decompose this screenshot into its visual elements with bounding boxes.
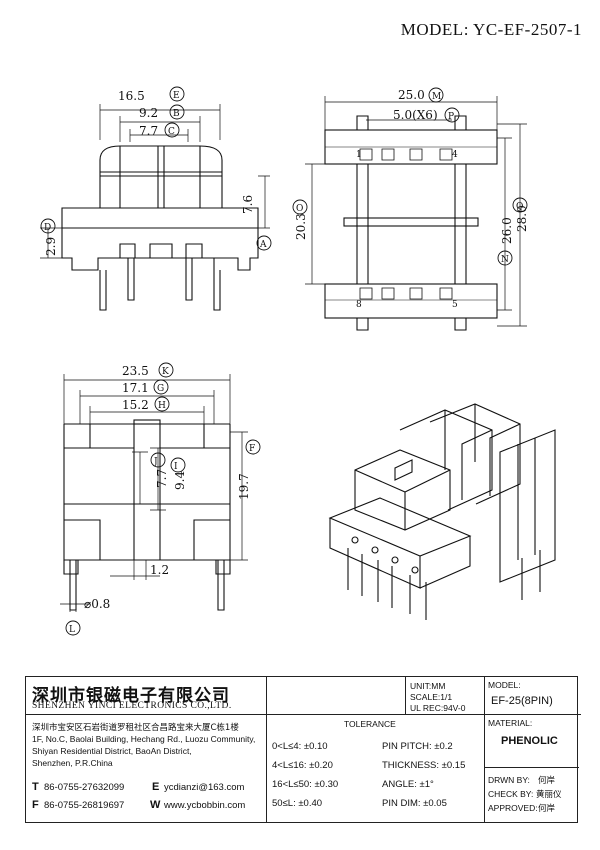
- label-K: K: [162, 367, 169, 377]
- email-value: ycdianzi@163.com: [164, 782, 245, 793]
- spec-angle: ANGLE: ±1°: [382, 779, 434, 790]
- top-view: [305, 96, 527, 331]
- scale: SCALE:1/1: [410, 692, 453, 702]
- tol-2: 4<L≤16: ±0.20: [272, 760, 333, 771]
- web-value: www.ycbobbin.com: [164, 800, 246, 811]
- dim-17-1: 17.1: [122, 381, 149, 395]
- side-view: [60, 374, 248, 612]
- label-H: H: [158, 401, 166, 411]
- dim-16-5: 16.5: [118, 89, 145, 103]
- tol-4: 50≤L: ±0.40: [272, 798, 323, 809]
- drwn-value: 何岸: [538, 776, 556, 786]
- tel-label: T: [32, 781, 39, 793]
- label-P: P: [448, 112, 454, 122]
- spec-thickness: THICKNESS: ±0.15: [382, 760, 466, 771]
- company-name-en: SHENZHEN YINCI ELECTRONICS CO.,LTD.: [32, 701, 232, 711]
- tb-model-value: EF-25(8PIN): [491, 695, 553, 707]
- unit: UNIT:MM: [410, 681, 446, 691]
- dim-7-7: 7.7: [139, 124, 158, 138]
- drawing: 16.5 E 9.2 B 7.7 C 7.6 2.9 D A 25.0 M 5.…: [40, 86, 556, 636]
- spec-pin-pitch: PIN PITCH: ±0.2: [382, 741, 453, 752]
- label-I: I: [174, 462, 178, 472]
- email-label: E: [152, 781, 160, 793]
- ul-rec: UL REC:94V-0: [410, 703, 466, 713]
- dim-9-2: 9.2: [139, 106, 158, 120]
- model-value: YC-EF-2507-1: [473, 20, 582, 39]
- spec-pin-dim: PIN DIM: ±0.05: [382, 798, 447, 809]
- material-label: MATERIAL:: [488, 718, 533, 728]
- label-O: O: [296, 204, 303, 214]
- tolerance-title: TOLERANCE: [344, 719, 396, 729]
- label-M: M: [432, 92, 441, 102]
- dim-9-4: 9.4: [173, 471, 187, 490]
- company-name-cn: 深圳市银磁电子有限公司: [32, 686, 230, 706]
- model-header: MODEL: YC-EF-2507-1: [401, 20, 582, 40]
- approved-label: APPROVED:: [488, 803, 538, 813]
- pin-5: 5: [452, 300, 458, 310]
- model-label: MODEL:: [400, 20, 469, 39]
- dim-23-5: 23.5: [122, 364, 149, 378]
- web-label: W: [150, 799, 161, 811]
- dim-1-2: 1.2: [150, 563, 169, 577]
- tel-value: 86-0755-27632099: [44, 782, 125, 793]
- iso-view: [328, 403, 556, 620]
- pin-8: 8: [356, 300, 362, 310]
- dim-20-3: 20.3: [294, 213, 308, 240]
- dim-2-9: 2.9: [44, 237, 58, 256]
- dim-0-8: ⌀0.8: [84, 597, 110, 611]
- drwn-label: DRWN BY:: [488, 775, 530, 785]
- check-value: 黄丽仪: [536, 790, 562, 800]
- address-en-2: Shiyan Residential District, BaoAn Distr…: [32, 746, 192, 756]
- check-label: CHECK BY:: [488, 789, 534, 799]
- label-F: F: [249, 444, 255, 454]
- tol-1: 0<L≤4: ±0.10: [272, 741, 328, 752]
- tb-model-label: MODEL:: [488, 680, 521, 690]
- dim-19-7: 19.7: [237, 473, 251, 500]
- label-B: B: [173, 109, 180, 119]
- tol-3: 16<L≤50: ±0.30: [272, 779, 339, 790]
- dim-26-0: 26.0: [500, 217, 514, 244]
- front-view: [40, 104, 270, 311]
- dim-15-2: 15.2: [122, 398, 149, 412]
- material-value: PHENOLIC: [501, 735, 558, 747]
- pin-1: 1: [356, 150, 362, 160]
- address-en-3: Shenzhen, P.R.China: [32, 758, 113, 768]
- dim-25-0: 25.0: [398, 88, 425, 102]
- title-block: 深圳市银磁电子有限公司 SHENZHEN YINCI ELECTRONICS C…: [25, 676, 581, 823]
- dim-7-7b: 7.7: [155, 469, 169, 488]
- label-G: G: [157, 384, 164, 394]
- label-L: L: [69, 625, 75, 635]
- address-en-1: 1F, No.C, Baolai Building, Hechang Rd., …: [32, 734, 256, 744]
- fax-value: 86-0755-26819697: [44, 800, 125, 811]
- label-D: D: [44, 223, 51, 233]
- label-E: E: [173, 91, 180, 101]
- label-C: C: [168, 127, 175, 137]
- dim-28-0: 28.0: [515, 205, 529, 232]
- fax-label: F: [32, 799, 39, 811]
- address-cn: 深圳市宝安区石岩街道罗租社区合昌路宝来大厦C栋1楼: [32, 723, 239, 733]
- dim-7-6: 7.6: [241, 195, 255, 214]
- pin-4: 4: [452, 150, 458, 160]
- label-N: N: [501, 255, 509, 265]
- label-A: A: [259, 240, 267, 250]
- label-J: J: [153, 457, 158, 467]
- dim-5-0: 5.0(X6): [393, 108, 438, 122]
- label-Q: Q: [516, 202, 523, 212]
- approved-value: 何岸: [538, 804, 556, 814]
